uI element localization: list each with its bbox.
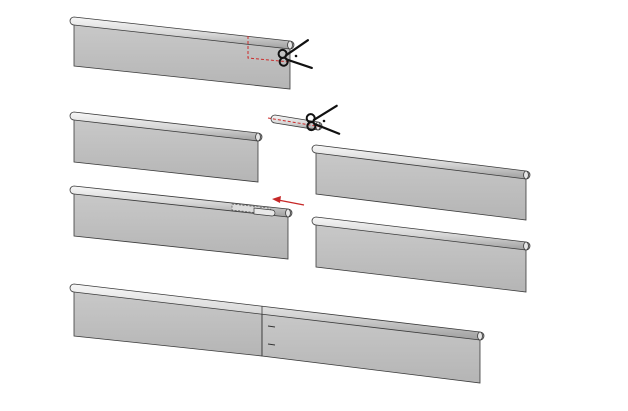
roll-end [287, 40, 293, 50]
fastener-mark [267, 343, 276, 346]
fastener-mark [267, 325, 276, 328]
panel-2-right [311, 144, 531, 221]
step-2-cut-connector [69, 104, 531, 221]
roll-end [255, 132, 261, 142]
roll-end [523, 241, 529, 251]
roll-end [477, 331, 483, 341]
panel-3 [69, 185, 293, 260]
connector-protruding [253, 207, 276, 217]
arrow-left-icon [272, 196, 305, 206]
panel-1 [69, 16, 295, 90]
roll-end [285, 208, 291, 218]
step-3-insert-connector [69, 185, 531, 293]
scissors-icon [305, 104, 341, 135]
cut-line [247, 36, 291, 63]
panel-2 [69, 111, 263, 183]
panel-3-right [311, 216, 531, 293]
step-1-cut-corner [69, 16, 313, 90]
roll-end [523, 170, 529, 180]
scissors-icon [277, 39, 313, 70]
cut-line [267, 117, 323, 128]
step-4-joined-result [69, 283, 485, 384]
